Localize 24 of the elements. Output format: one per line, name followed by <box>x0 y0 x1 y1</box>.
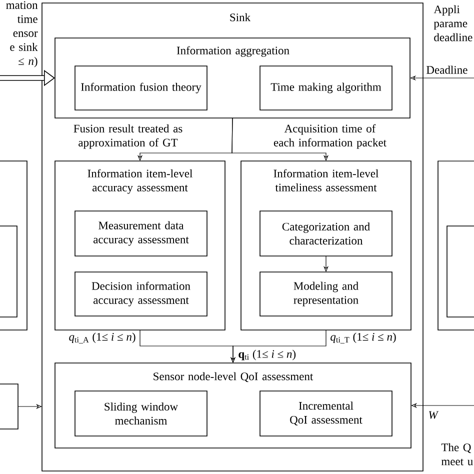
edge-label: q$_{ti_T}$ (1≤ i ≤ n) <box>330 332 396 344</box>
edge-label: Deadline <box>426 66 468 74</box>
box <box>0 384 18 430</box>
process-box: Categorization and characterization <box>260 210 392 256</box>
edge-label: Fusion result treated as approximation of GT <box>74 124 182 149</box>
edge-label: q$_{ti_A}$ (1≤ i ≤ n) <box>69 332 136 344</box>
edge-label: mation time ensor e sink ≤ n) <box>6 1 38 68</box>
box <box>0 160 28 330</box>
edge-label: Acquisition time of each information packet <box>274 124 386 149</box>
arrow <box>232 118 329 161</box>
process-box: Time making algorithm <box>260 66 392 110</box>
process-box: Measurement data accuracy assessment <box>74 210 208 256</box>
edge-label: W <box>428 411 439 419</box>
box <box>0 226 18 318</box>
label-text: q$_{ti}$ (1≤ i ≤ n) <box>238 350 296 360</box>
label-text: The Q meet u <box>441 443 473 466</box>
process-box: Sliding window mechanism <box>74 390 208 436</box>
box <box>446 226 474 318</box>
process-box: Modeling and representation <box>260 272 392 316</box>
process-box: Incremental QoI assessment <box>260 390 392 436</box>
process-box: Information fusion theory <box>74 66 208 110</box>
process-box: Decision information accuracy assessment <box>74 272 208 316</box>
box <box>438 160 474 330</box>
label-text: Appli parame deadline <box>434 5 472 42</box>
